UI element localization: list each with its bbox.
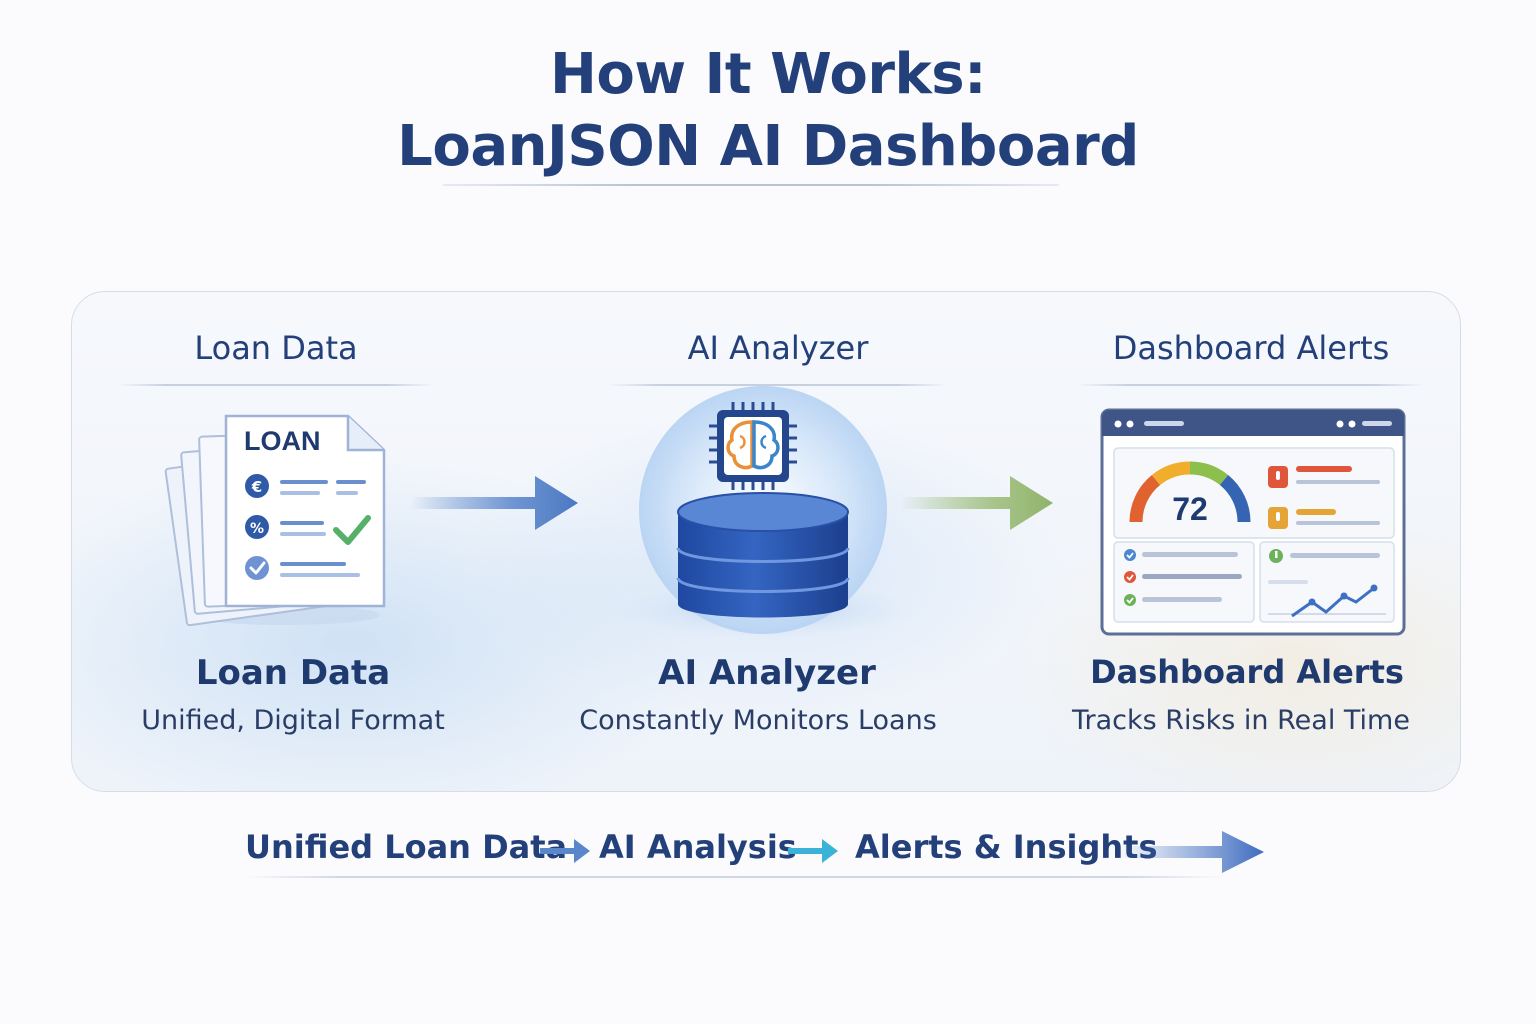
loan-document-icon: LOAN € % xyxy=(164,414,386,627)
title-underline xyxy=(443,184,1059,186)
flow-arrow-large-blue xyxy=(1118,831,1264,873)
flow-arrow-small-blue xyxy=(540,839,590,863)
column-rule-loan-data xyxy=(118,384,434,386)
flow-arrow-small-teal xyxy=(788,839,838,863)
column-rule-dashboard-alerts xyxy=(1076,384,1426,386)
bottom-rule xyxy=(243,876,1223,878)
doc-label: LOAN xyxy=(244,426,321,456)
column-header-loan-data: Loan Data xyxy=(194,329,358,367)
column-caption-dashboard-alerts: Dashboard Alerts xyxy=(1090,653,1404,691)
flow-step-unified-loan-data: Unified Loan Data xyxy=(245,828,568,866)
flow-arrow-blue xyxy=(410,476,578,530)
column-caption-ai-analyzer: AI Analyzer xyxy=(658,653,876,693)
dashboard-window-icon: 72 xyxy=(1100,408,1406,636)
column-caption-loan-data: Loan Data xyxy=(195,653,391,693)
column-rule-ai-analyzer xyxy=(608,384,948,386)
column-header-dashboard-alerts: Dashboard Alerts xyxy=(1112,329,1390,367)
page-title-line-2: LoanJSON AI Dashboard xyxy=(397,114,1139,179)
flow-step-alerts-insights: Alerts & Insights xyxy=(855,828,1158,866)
ai-database-icon xyxy=(610,386,920,638)
gauge-value: 72 xyxy=(1172,491,1208,527)
flow-step-ai-analysis: AI Analysis xyxy=(599,828,797,866)
svg-text:€: € xyxy=(251,478,262,496)
page-title-line-1: How It Works: xyxy=(549,42,987,107)
svg-text:%: % xyxy=(250,521,264,537)
column-subtitle-dashboard-alerts: Tracks Risks in Real Time xyxy=(1072,705,1410,736)
column-subtitle-loan-data: Unified, Digital Format xyxy=(141,705,445,736)
column-header-ai-analyzer: AI Analyzer xyxy=(687,329,869,367)
flow-arrow-green xyxy=(900,476,1053,530)
column-subtitle-ai-analyzer: Constantly Monitors Loans xyxy=(579,705,937,736)
